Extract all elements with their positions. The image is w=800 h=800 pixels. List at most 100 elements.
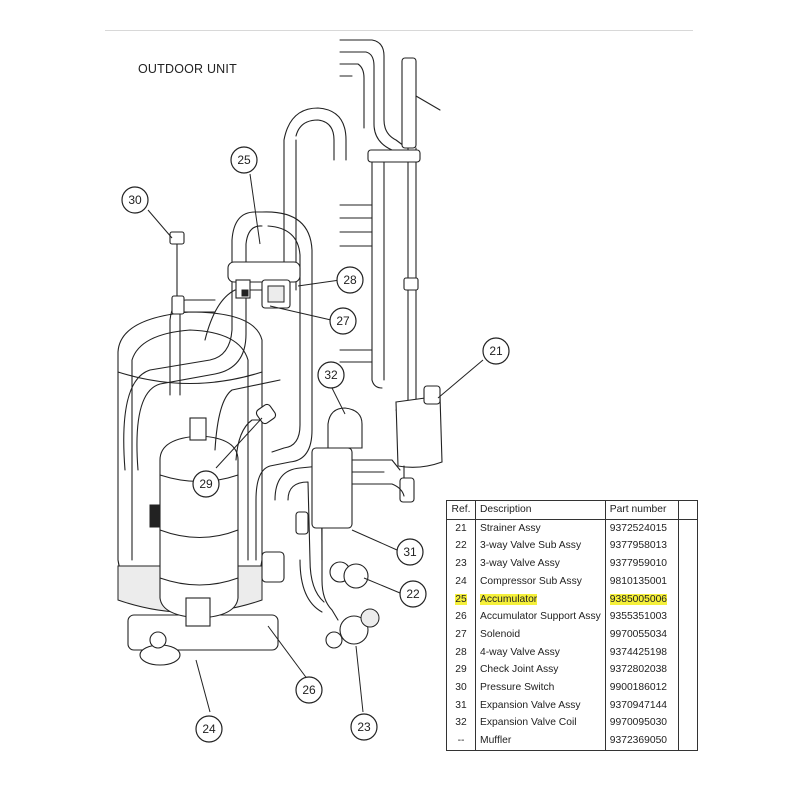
cell-part-number: 9374425198 [604,643,679,662]
cell-ref: -- [446,732,476,751]
cell-extra [677,572,698,591]
svg-text:22: 22 [406,587,420,601]
cell-ref: 23 [446,555,476,573]
four-way-valve [227,261,301,309]
cell-ref: 28 [446,643,476,662]
expansion-valve [311,407,405,561]
cell-extra [677,555,698,573]
highlight-description: Accumulator [480,593,538,605]
header-part-number: Part number [604,500,679,520]
header-description: Description [475,500,606,520]
header-extra [677,500,698,520]
cell-extra [677,625,698,644]
cell-extra [677,643,698,662]
cell-description: Pressure Switch [475,679,606,697]
cell-part-number: 9970095030 [604,714,679,733]
cell-extra [677,661,698,680]
cell-part-number: 9377959010 [604,555,679,573]
cell-ref: 31 [446,696,476,715]
cell-ref: 26 [446,608,476,626]
cell-part-number: 9377958013 [604,537,679,556]
cell-ref: 30 [446,679,476,697]
callout-27: 27 [329,307,357,335]
cell-description: Muffler [475,732,606,751]
cell-part-number: 9370947144 [604,696,679,715]
cell-extra [677,608,698,626]
cell-extra [677,590,698,609]
svg-text:26: 26 [302,683,316,697]
cell-part-number: 9372369050 [604,732,679,751]
cell-description: Solenoid [475,625,606,644]
cell-ref: 29 [446,661,476,680]
cell-extra [677,537,698,556]
diagram-title: OUTDOOR UNIT [138,62,237,76]
cell-extra [677,732,698,751]
cell-description: Check Joint Assy [475,661,606,680]
three-way-valves [261,511,380,649]
cell-part-number: 9355351003 [604,608,679,626]
svg-text:29: 29 [199,477,213,491]
pressure-switch [169,231,185,315]
callout-28: 28 [336,266,364,294]
cell-part-number: 9970055034 [604,625,679,644]
svg-text:28: 28 [343,273,357,287]
strainer [395,385,443,503]
cell-description: Expansion Valve Coil [475,714,606,733]
svg-text:23: 23 [357,720,371,734]
cell-extra [677,714,698,733]
top-divider [105,30,693,31]
right-pipes [339,39,441,411]
cell-part-number: 9372524015 [604,519,679,538]
cell-extra [677,679,698,697]
svg-text:27: 27 [336,314,350,328]
cell-description: 4-way Valve Assy [475,643,606,662]
cell-ref: 22 [446,537,476,556]
cell-ref: 27 [446,625,476,644]
cell-extra [677,696,698,715]
callout-29: 29 [192,470,220,498]
cell-ref: 25 [446,590,476,609]
accumulator [159,417,239,627]
svg-text:25: 25 [237,153,251,167]
cell-description: Accumulator [475,590,606,609]
callout-24: 24 [195,715,223,743]
cell-ref: 32 [446,714,476,733]
callout-22: 22 [399,580,427,608]
cell-part-number: 9385005006 [604,590,679,609]
cell-ref: 24 [446,572,476,591]
cell-part-number: 9900186012 [604,679,679,697]
cell-description: Compressor Sub Assy [475,572,606,591]
svg-text:32: 32 [324,368,338,382]
svg-text:31: 31 [403,545,417,559]
cell-extra [677,519,698,538]
cell-description: Accumulator Support Assy [475,608,606,626]
callout-32: 32 [317,361,345,389]
header-ref: Ref. [446,500,476,520]
highlight-part-number: 9385005006 [609,593,668,605]
callout-26: 26 [295,676,323,704]
cell-description: 3-way Valve Sub Assy [475,537,606,556]
cell-description: Strainer Assy [475,519,606,538]
callout-25: 25 [230,146,258,174]
callout-21: 21 [482,337,510,365]
callout-23: 23 [350,713,378,741]
cell-description: Expansion Valve Assy [475,696,606,715]
table-row-highlighted: 25 Accumulator 9385005006 [446,590,698,609]
cell-description: 3-way Valve Assy [475,555,606,573]
leader-lines [147,173,484,713]
